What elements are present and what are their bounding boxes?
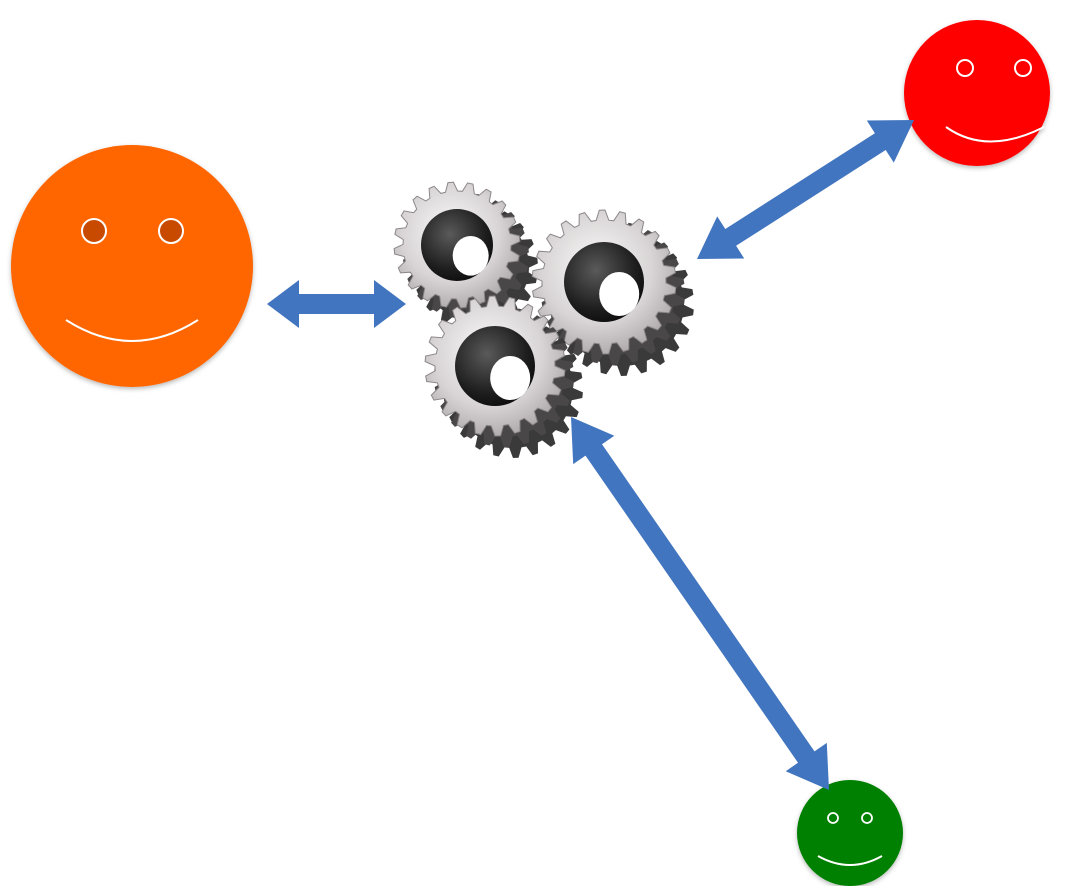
gear-right [531, 209, 694, 376]
gear-top-left-hole-light [452, 236, 489, 276]
face-green-smile [817, 855, 883, 866]
face-orange-head [11, 145, 253, 387]
arrow-orange-hub [267, 280, 406, 328]
face-red-smile [945, 126, 1045, 143]
arrow-red-hub [697, 120, 914, 259]
gear-right-hole-light [599, 272, 640, 316]
gear-bottom [424, 295, 583, 458]
face-green-left-eye [827, 812, 839, 824]
connector-arrows [267, 120, 914, 790]
face-orange-left-eye [81, 218, 107, 244]
face-orange-right-eye [158, 218, 184, 244]
face-red-head [904, 20, 1050, 166]
face-green [797, 780, 903, 886]
gears-icon [393, 181, 694, 458]
face-green-head [797, 780, 903, 886]
face-red [904, 20, 1050, 166]
arrow-green-hub [571, 417, 829, 790]
face-red-right-eye [1014, 59, 1032, 77]
face-orange-smile [65, 319, 199, 342]
face-orange [11, 145, 253, 387]
gear-top-left [393, 181, 538, 330]
gear-bottom-hole-light [490, 356, 531, 400]
face-red-left-eye [956, 59, 974, 77]
face-green-right-eye [861, 812, 873, 824]
